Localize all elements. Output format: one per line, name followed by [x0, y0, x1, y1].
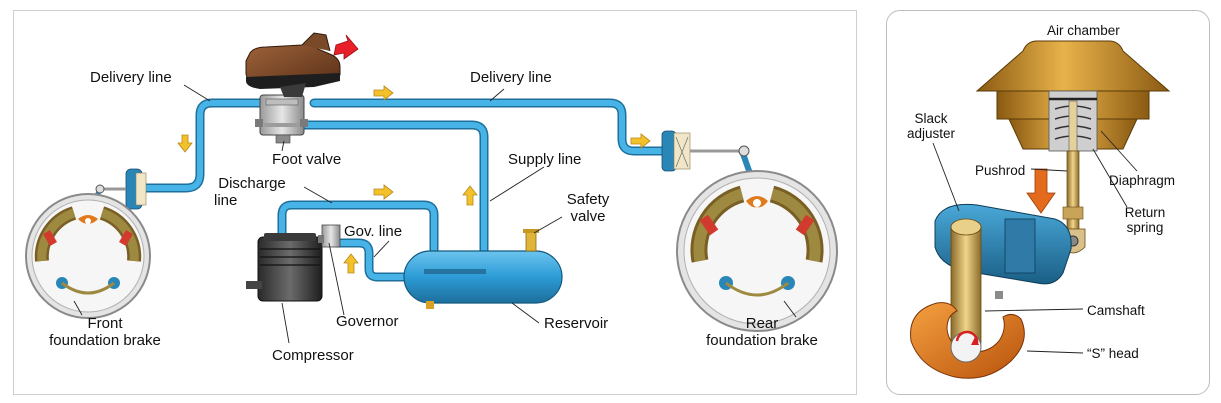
front-brake-chamber: [89, 168, 147, 210]
s-head: [910, 302, 1025, 379]
label-front-foundation-brake-1: Front: [87, 315, 123, 332]
label-rear-foundation-brake-2: foundation brake: [706, 332, 818, 349]
slack-adjuster-detail: Air chamber Slack adjuster Pushrod Diaph…: [886, 10, 1210, 395]
label-reservoir: Reservoir: [544, 315, 609, 332]
label-return-spring: Return spring: [1115, 205, 1175, 235]
compressor: [246, 233, 323, 302]
air-lines: [134, 98, 669, 282]
air-chamber: [975, 40, 1171, 152]
rear-brake-chamber: [661, 130, 755, 181]
flow-arrow-icon: [630, 133, 651, 149]
flow-arrow-icon: [462, 185, 478, 206]
label-front-foundation-brake-2: foundation brake: [49, 332, 161, 349]
label-compressor: Compressor: [272, 347, 354, 364]
label-safety-valve-1: Safety: [566, 191, 610, 208]
label-safety-valve-2: valve: [570, 208, 606, 225]
label-s-head: “S” head: [1087, 346, 1139, 361]
flow-arrow-icon: [343, 253, 359, 274]
label-slack-adjuster: Slack adjuster: [901, 111, 961, 141]
camshaft: [950, 218, 982, 344]
slack-adjuster-illustration: [910, 40, 1171, 379]
flow-arrow-icon: [177, 134, 193, 153]
pushrod: [1060, 150, 1086, 254]
governor: [318, 224, 341, 248]
foot-valve: [255, 94, 308, 144]
label-discharge-line-1: Discharge: [218, 175, 286, 192]
leader-lines: [932, 130, 1138, 354]
label-camshaft: Camshaft: [1087, 303, 1145, 318]
label-rear-foundation-brake: Rear foundation brake: [682, 315, 842, 349]
pedal-arrow-icon: [333, 34, 359, 60]
label-delivery-line-rear: Delivery line: [470, 69, 552, 86]
label-discharge-line-2: line: [214, 192, 238, 209]
label-return-spring-2: spring: [1126, 220, 1164, 235]
label-discharge-line: Discharge line: [212, 175, 292, 209]
leader-lines: [73, 84, 797, 344]
label-slack-adjuster-1: Slack: [914, 111, 948, 126]
label-foot-valve: Foot valve: [272, 151, 342, 168]
label-air-chamber: Air chamber: [1047, 23, 1120, 38]
label-safety-valve: Safety valve: [558, 191, 618, 225]
flow-arrow-icon: [373, 85, 394, 101]
boot-pedal-icon: [245, 32, 359, 97]
label-rear-foundation-brake-1: Rear: [745, 315, 779, 332]
label-governor: Governor: [336, 313, 399, 330]
label-front-foundation-brake: Front foundation brake: [30, 315, 180, 349]
label-gov-line: Gov. line: [344, 223, 403, 240]
label-slack-adjuster-2: adjuster: [906, 126, 956, 141]
label-diaphragm: Diaphragm: [1109, 173, 1176, 188]
label-delivery-line-front: Delivery line: [90, 69, 172, 86]
push-direction-arrow-icon: [1026, 168, 1056, 214]
reservoir: [403, 229, 563, 309]
label-pushrod: Pushrod: [975, 163, 1026, 178]
air-brake-schematic: [25, 32, 838, 344]
flow-arrow-icons: [177, 85, 651, 274]
brake-drum-icon: [676, 170, 838, 332]
brake-drum-icon: [25, 193, 151, 319]
label-return-spring-1: Return: [1124, 205, 1166, 220]
flow-arrow-icon: [373, 184, 394, 200]
air-brake-system-diagram: Delivery line Delivery line Foot valve S…: [13, 10, 857, 395]
label-supply-line: Supply line: [508, 151, 582, 168]
